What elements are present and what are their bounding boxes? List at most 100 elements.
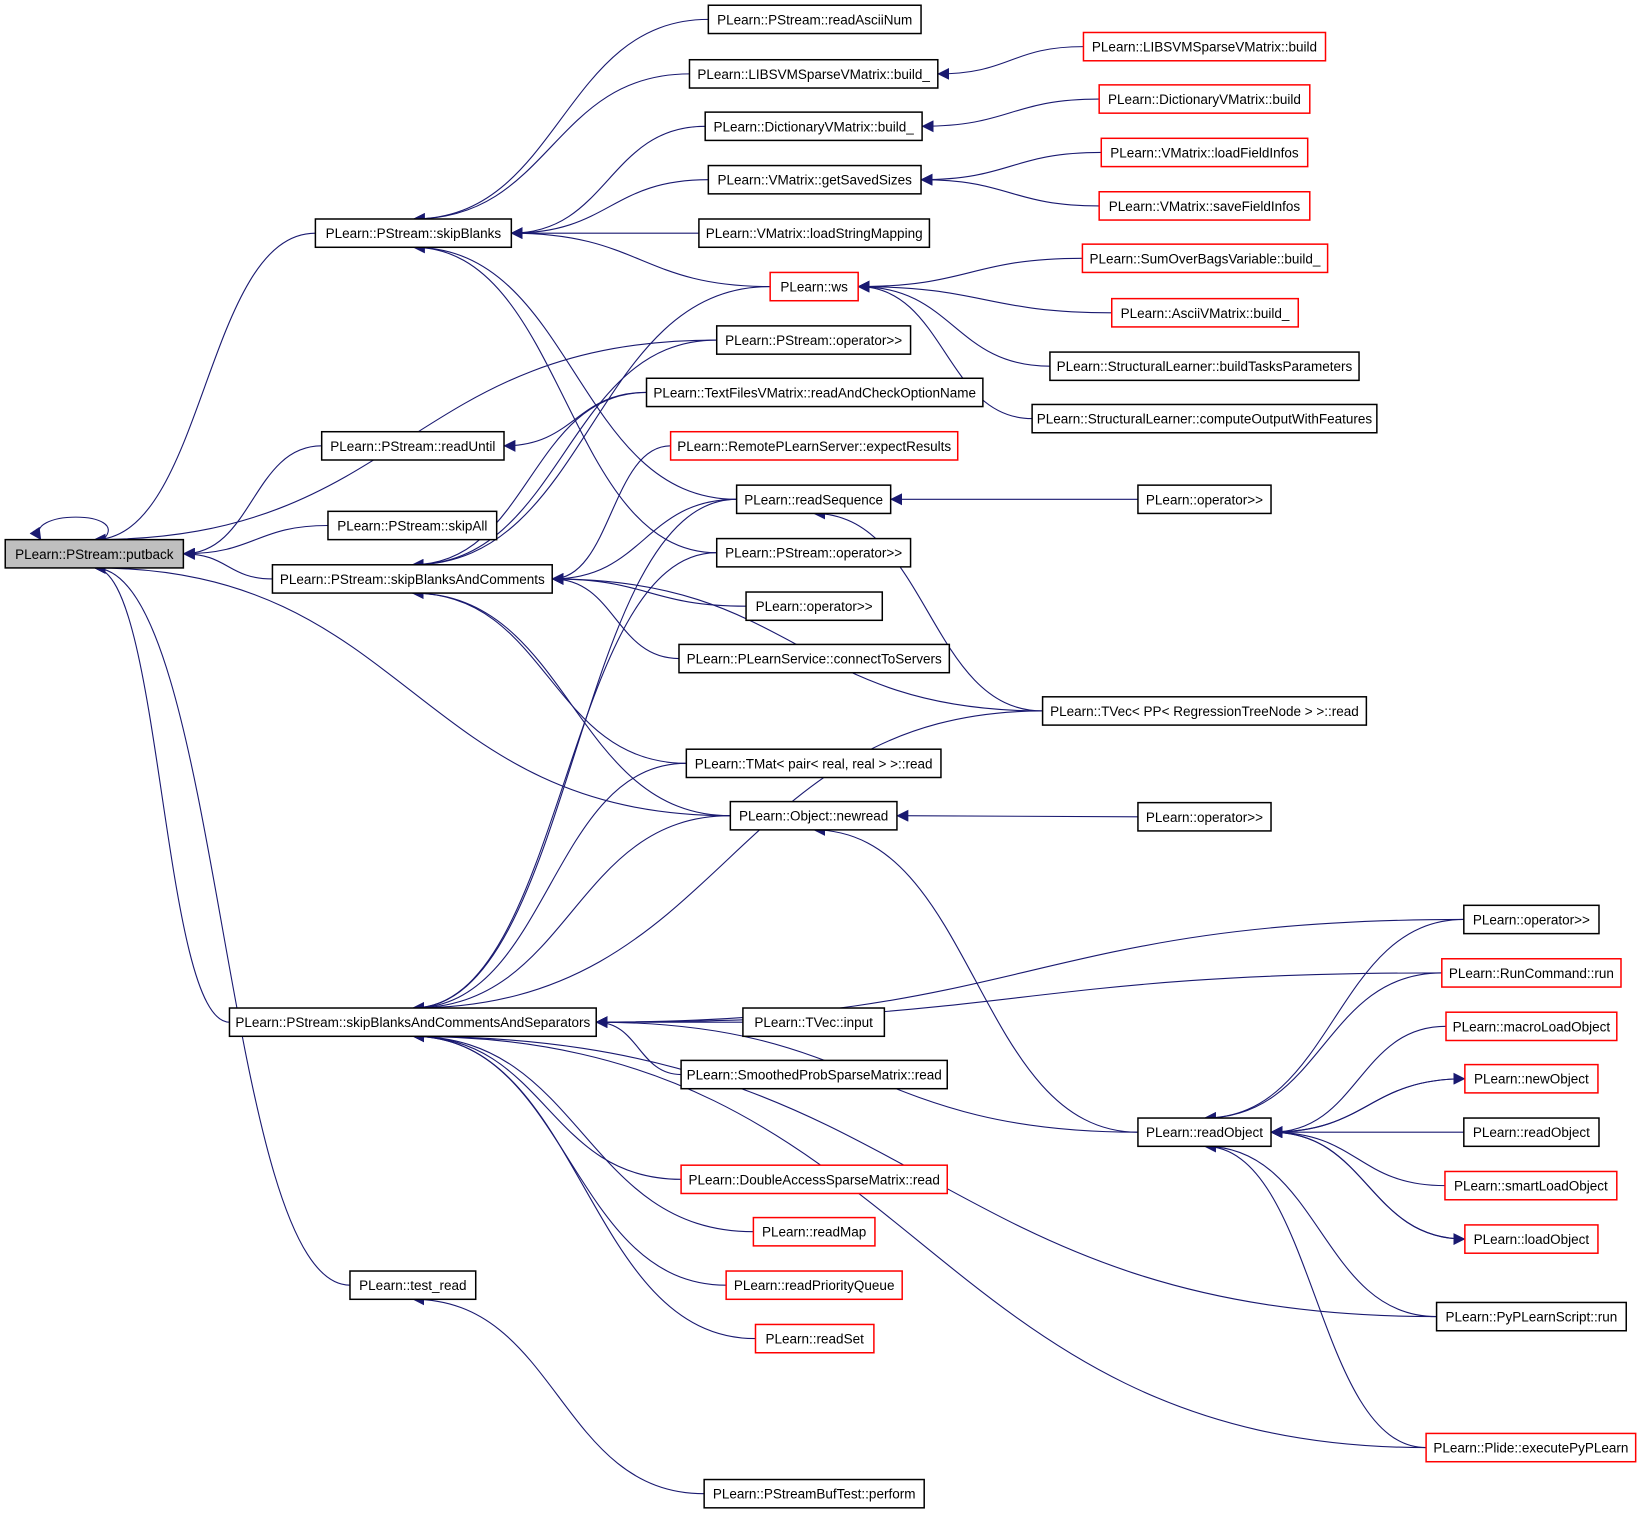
node-connectToServers[interactable]: PLearn::PLearnService::connectToServers [678, 643, 951, 674]
node-box[interactable] [1098, 84, 1311, 114]
node-box[interactable] [645, 377, 984, 408]
node-box[interactable] [707, 164, 922, 195]
node-dasm_read[interactable]: PLearn::DoubleAccessSparseMatrix::read [680, 1164, 948, 1195]
node-loadFieldInfos[interactable]: PLearn::VMatrix::loadFieldInfos [1100, 137, 1309, 168]
node-box[interactable] [688, 58, 939, 89]
node-skipBlanks[interactable]: PLearn::PStream::skipBlanks [314, 218, 513, 249]
node-box[interactable] [1464, 1224, 1599, 1254]
node-box[interactable] [1464, 1063, 1599, 1094]
node-box[interactable] [725, 1270, 903, 1301]
node-box[interactable] [1049, 351, 1360, 382]
node-readSet[interactable]: PLearn::readSet [754, 1323, 875, 1354]
node-box[interactable] [1110, 297, 1300, 328]
node-tmat_read[interactable]: PLearn::TMat< pair< real, real > >::read [685, 748, 942, 779]
node-smartLoad[interactable]: PLearn::smartLoadObject [1444, 1170, 1618, 1201]
node-box[interactable] [1041, 696, 1368, 726]
node-libsvm_build_[interactable]: PLearn::LIBSVMSparseVMatrix::build_ [688, 58, 939, 89]
node-box[interactable] [754, 1323, 875, 1354]
node-box[interactable] [669, 430, 959, 461]
node-box[interactable] [678, 643, 951, 674]
node-box[interactable] [704, 111, 923, 142]
node-runcmd[interactable]: PLearn::RunCommand::run [1441, 958, 1622, 988]
node-box[interactable] [1031, 403, 1378, 434]
node-test_read[interactable]: PLearn::test_read [349, 1270, 477, 1301]
node-box[interactable] [703, 1478, 925, 1509]
node-ps_op1[interactable]: PLearn::PStream::operator>> [715, 325, 912, 355]
node-newread[interactable]: PLearn::Object::newread [729, 800, 898, 831]
node-op_a[interactable]: PLearn::operator>> [745, 591, 884, 622]
node-dict_build_[interactable]: PLearn::DictionaryVMatrix::build_ [704, 111, 923, 142]
node-box[interactable] [1463, 1117, 1600, 1148]
node-readSequence[interactable]: PLearn::readSequence [735, 484, 892, 515]
node-box[interactable] [1082, 31, 1327, 62]
node-box[interactable] [1137, 484, 1272, 515]
node-box[interactable] [1444, 1170, 1618, 1201]
node-box[interactable] [349, 1270, 477, 1301]
node-box[interactable] [1441, 958, 1622, 988]
node-box[interactable] [1098, 191, 1311, 221]
node-readAndCheck[interactable]: PLearn::TextFilesVMatrix::readAndCheckOp… [645, 377, 984, 408]
node-op_c[interactable]: PLearn::operator>> [1137, 801, 1272, 832]
node-box[interactable] [707, 4, 922, 35]
node-ascii_build_[interactable]: PLearn::AsciiVMatrix::build_ [1110, 297, 1300, 328]
node-skipAll[interactable]: PLearn::PStream::skipAll [327, 510, 498, 541]
node-box[interactable] [1425, 1432, 1637, 1463]
node-tvec_input[interactable]: PLearn::TVec::input [742, 1007, 886, 1038]
node-op_b[interactable]: PLearn::operator>> [1137, 484, 1272, 515]
node-box[interactable] [769, 271, 859, 302]
node-box[interactable] [685, 748, 942, 779]
node-macroLoad[interactable]: PLearn::macroLoadObject [1445, 1011, 1618, 1042]
node-executePy[interactable]: PLearn::Plide::executePyPLearn [1425, 1432, 1637, 1463]
node-pyrun[interactable]: PLearn::PyPLearnScript::run [1435, 1301, 1627, 1332]
node-box[interactable] [745, 591, 884, 622]
node-tvec_pp_read[interactable]: PLearn::TVec< PP< RegressionTreeNode > >… [1041, 696, 1368, 726]
node-box[interactable] [729, 800, 898, 831]
node-box[interactable] [1137, 801, 1272, 832]
node-box[interactable] [1445, 1011, 1618, 1042]
node-box[interactable] [4, 538, 185, 569]
node-box[interactable] [1463, 904, 1600, 935]
node-box[interactable] [735, 484, 892, 515]
node-dict_build[interactable]: PLearn::DictionaryVMatrix::build [1098, 84, 1311, 114]
node-box[interactable] [715, 537, 912, 568]
node-readAsciiNum[interactable]: PLearn::PStream::readAsciiNum [707, 4, 922, 35]
node-box[interactable] [680, 1164, 948, 1195]
node-box[interactable] [320, 430, 505, 461]
node-box[interactable] [1081, 243, 1329, 274]
node-box[interactable] [1137, 1117, 1272, 1148]
node-box[interactable] [715, 325, 912, 355]
node-getSavedSizes[interactable]: PLearn::VMatrix::getSavedSizes [707, 164, 922, 195]
node-box[interactable] [271, 564, 553, 594]
node-buildTasks[interactable]: PLearn::StructuralLearner::buildTasksPar… [1049, 351, 1360, 382]
node-box[interactable] [314, 218, 513, 249]
node-readObject2[interactable]: PLearn::readObject [1463, 1117, 1600, 1148]
node-box[interactable] [752, 1216, 876, 1247]
node-box[interactable] [742, 1007, 886, 1038]
node-saveFieldInfos[interactable]: PLearn::VMatrix::saveFieldInfos [1098, 191, 1311, 221]
node-readObject[interactable]: PLearn::readObject [1137, 1117, 1272, 1148]
node-box[interactable] [698, 218, 931, 249]
node-op_d[interactable]: PLearn::operator>> [1463, 904, 1600, 935]
node-readUntil[interactable]: PLearn::PStream::readUntil [320, 430, 505, 461]
node-box[interactable] [327, 510, 498, 541]
node-loadObject[interactable]: PLearn::loadObject [1464, 1224, 1599, 1254]
node-ws[interactable]: PLearn::ws [769, 271, 859, 302]
node-computeOutput[interactable]: PLearn::StructuralLearner::computeOutput… [1031, 403, 1378, 434]
node-readMap[interactable]: PLearn::readMap [752, 1216, 876, 1247]
node-ps_op2[interactable]: PLearn::PStream::operator>> [715, 537, 912, 568]
node-sobv_build_[interactable]: PLearn::SumOverBagsVariable::build_ [1081, 243, 1329, 274]
node-sbacas[interactable]: PLearn::PStream::skipBlanksAndCommentsAn… [228, 1007, 597, 1038]
node-newObject[interactable]: PLearn::newObject [1464, 1063, 1599, 1094]
node-libsvm_build[interactable]: PLearn::LIBSVMSparseVMatrix::build [1082, 31, 1327, 62]
node-putback[interactable]: PLearn::PStream::putback [4, 538, 185, 569]
node-sbac[interactable]: PLearn::PStream::skipBlanksAndComments [271, 564, 553, 594]
node-box[interactable] [1435, 1301, 1627, 1332]
node-loadStringMapping[interactable]: PLearn::VMatrix::loadStringMapping [698, 218, 931, 249]
node-box[interactable] [680, 1059, 948, 1090]
node-box[interactable] [228, 1007, 597, 1038]
node-perform[interactable]: PLearn::PStreamBufTest::perform [703, 1478, 925, 1509]
node-expectResults[interactable]: PLearn::RemotePLearnServer::expectResult… [669, 430, 959, 461]
node-readPQ[interactable]: PLearn::readPriorityQueue [725, 1270, 903, 1301]
node-smoothed_read[interactable]: PLearn::SmoothedProbSparseMatrix::read [680, 1059, 948, 1090]
node-box[interactable] [1100, 137, 1309, 168]
